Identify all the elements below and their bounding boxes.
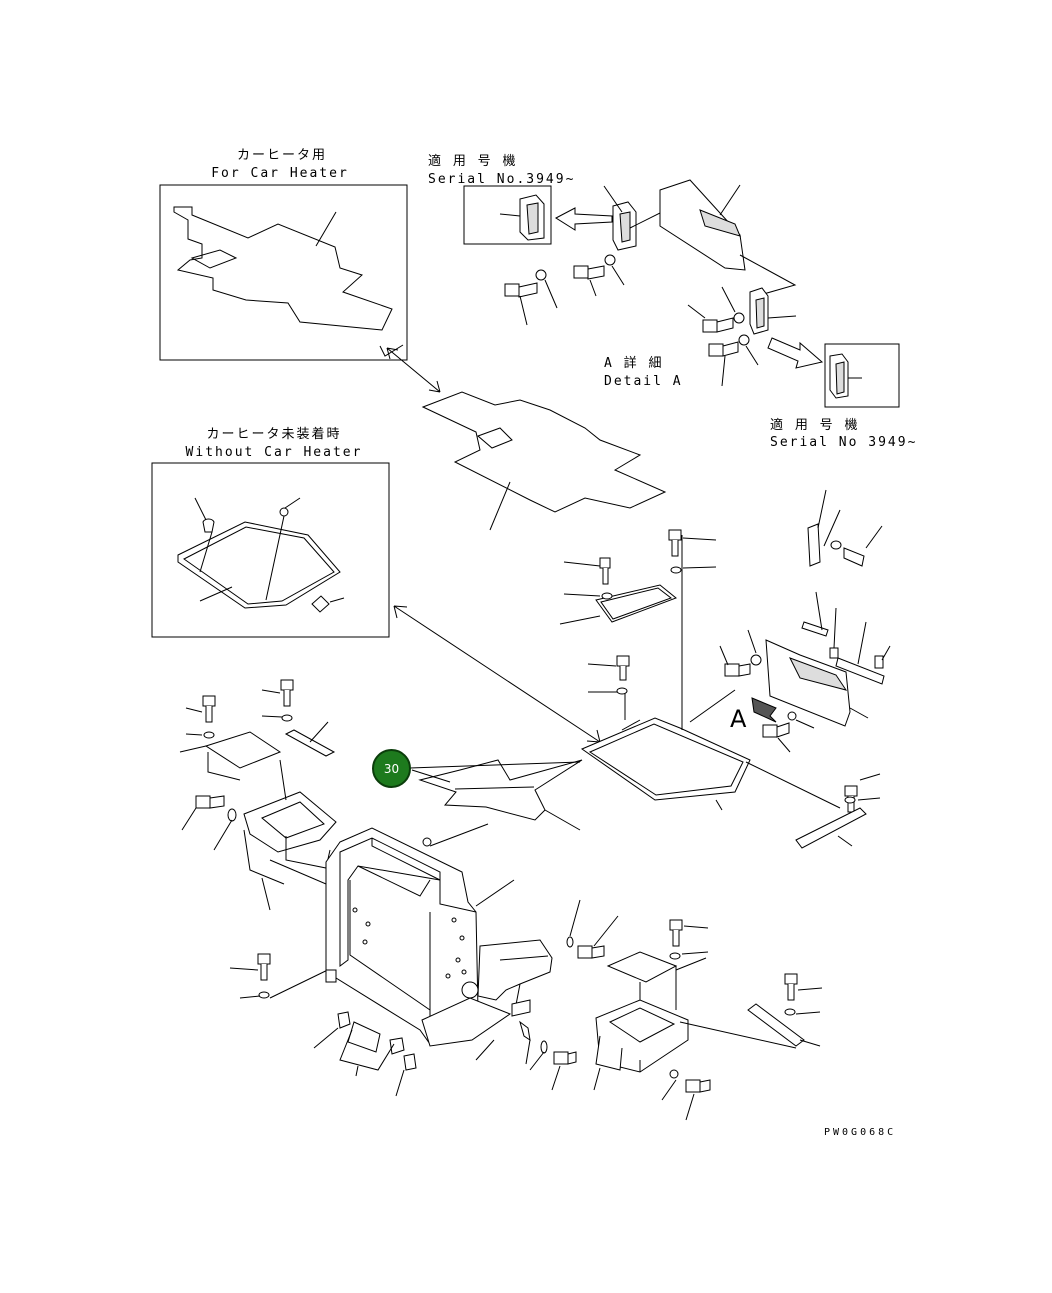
center-tower bbox=[325, 823, 553, 1047]
detail-a-jp: A 詳 細 bbox=[604, 356, 664, 371]
arrow-heater-mat bbox=[386, 347, 441, 393]
serial-right-en: Serial No 3949~ bbox=[770, 435, 918, 450]
without-car-heater-en: Without Car Heater bbox=[185, 445, 363, 460]
lower-parts bbox=[313, 899, 619, 1097]
without-car-heater-box bbox=[151, 462, 390, 638]
for-car-heater-box bbox=[159, 184, 408, 361]
view-marker-a: A bbox=[730, 705, 749, 733]
serial-top-en: Serial No.3949~ bbox=[428, 172, 576, 187]
far-right-lower bbox=[747, 973, 823, 1047]
upper-brackets bbox=[559, 529, 717, 695]
left-parts bbox=[179, 679, 421, 999]
badge-leader bbox=[409, 761, 581, 769]
detail-a-en: Detail A bbox=[604, 374, 683, 389]
without-car-heater-jp: カーヒータ未装着時 bbox=[206, 427, 342, 442]
drawing-code: PW0G068C bbox=[824, 1127, 897, 1138]
floor-frame bbox=[418, 535, 841, 831]
serial-top-jp: 適 用 号 機 bbox=[428, 154, 518, 169]
right-brackets bbox=[719, 489, 891, 849]
serial-right-jp: 適 用 号 機 bbox=[770, 418, 860, 433]
lower-right-box bbox=[593, 919, 797, 1121]
serial-right-box bbox=[824, 343, 900, 408]
part-callout-badge[interactable]: 30 bbox=[372, 749, 411, 788]
serial-top-box bbox=[463, 185, 613, 245]
floor-mat bbox=[421, 391, 667, 513]
for-car-heater-en: For Car Heater bbox=[211, 166, 349, 181]
arrow-without-heater bbox=[393, 605, 601, 743]
detail-a-hardware bbox=[504, 179, 824, 387]
for-car-heater-jp: カーヒータ用 bbox=[236, 148, 328, 163]
